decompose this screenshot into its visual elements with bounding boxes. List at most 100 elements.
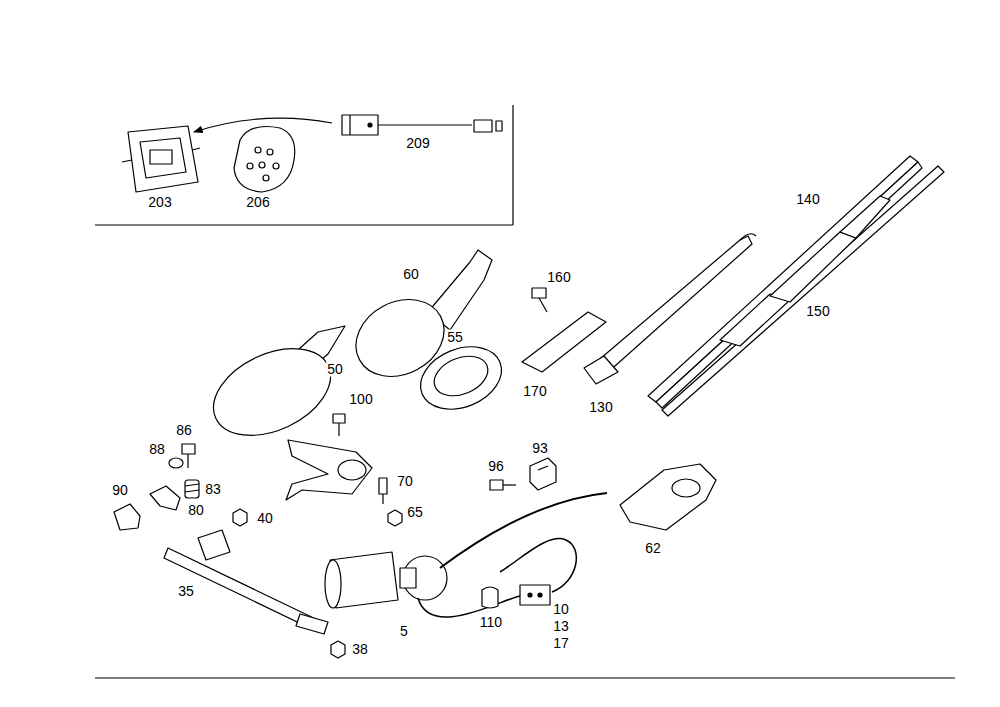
cover-plate: [672, 479, 700, 497]
wiper-blade: [648, 156, 918, 402]
callout-number: 62: [644, 541, 662, 556]
plug-connector: [520, 585, 550, 605]
callout-number: 55: [446, 330, 464, 345]
connector-housing: [247, 163, 253, 169]
callout-number: 38: [351, 642, 369, 657]
wiper-rubber: [662, 166, 944, 416]
callout-number: 130: [588, 400, 613, 415]
callout-number: 110: [479, 615, 503, 630]
nut: [233, 509, 247, 526]
wiper-linkage: [164, 530, 328, 634]
spring: [185, 490, 199, 492]
bolt: [503, 484, 516, 485]
callout-number: 170: [522, 384, 547, 399]
control-module: [192, 148, 200, 150]
plug-connector: [520, 585, 550, 605]
bolt: [490, 480, 503, 490]
bolt: [333, 414, 345, 423]
stud: [379, 478, 387, 494]
callout-number: 50: [326, 362, 344, 377]
wiper-arm: [584, 234, 756, 384]
callout-number: 206: [245, 195, 270, 210]
adapter-cable: [496, 121, 502, 131]
bolt: [187, 454, 188, 468]
wire: [440, 493, 607, 568]
wiper-arm: [584, 356, 618, 384]
screw: [532, 288, 546, 298]
bracket: [530, 458, 556, 490]
callout-number: 93: [531, 441, 549, 456]
adapter-cable: [474, 120, 492, 132]
arm-cap: [522, 312, 606, 372]
wiper-blade: [770, 232, 856, 302]
wiper-bearing: [286, 440, 372, 500]
grommet: [482, 587, 498, 608]
nut: [388, 510, 402, 526]
wiper-linkage: [198, 530, 230, 560]
wiper-blade: [840, 196, 890, 238]
wiper-motor: [325, 560, 341, 608]
callout-number: 17: [552, 636, 570, 651]
connector-housing: [273, 163, 279, 169]
callout-number: 5: [399, 624, 409, 639]
cover: [200, 326, 345, 453]
cover: [200, 331, 345, 452]
adapter-cable: [349, 115, 350, 135]
bracket: [150, 486, 180, 510]
callout-number: 150: [805, 304, 830, 319]
plug-connector: [528, 593, 532, 597]
callout-number: 209: [405, 136, 430, 151]
control-module: [140, 138, 186, 178]
callout-number: 90: [111, 483, 129, 498]
connector-housing: [255, 147, 261, 153]
bracket: [530, 458, 556, 490]
callout-number: 96: [487, 459, 505, 474]
callout-number: 88: [148, 442, 166, 457]
control-module: [122, 160, 132, 162]
adapter-cable: [368, 123, 372, 127]
nut: [388, 510, 402, 526]
spring: [185, 484, 199, 486]
adapter-cable: [342, 115, 378, 135]
control-module: [122, 126, 200, 192]
seal-ring: [411, 335, 511, 420]
wiper-blade: [648, 156, 922, 408]
wiper-bearing: [338, 460, 366, 480]
cover-plate: [620, 464, 716, 530]
callout-number: 60: [402, 267, 420, 282]
wiper-rubber: [662, 166, 944, 416]
frame-line: [95, 105, 955, 678]
callout-number: 140: [795, 192, 820, 207]
cover-plate: [620, 464, 716, 530]
adapter-cable: [378, 124, 472, 125]
connector-housing: [234, 127, 295, 193]
wiper-blade: [720, 294, 790, 346]
wire: [418, 596, 520, 617]
bolt: [182, 444, 195, 468]
frame-line: [95, 224, 513, 225]
bracket: [538, 466, 548, 470]
callout-number: 13: [552, 619, 570, 634]
wire: [500, 539, 576, 592]
clip: [114, 504, 140, 530]
callout-number: 35: [177, 584, 195, 599]
nut: [331, 641, 345, 658]
connector-housing: [234, 127, 295, 193]
stud: [379, 478, 387, 504]
wiper-linkage: [296, 614, 328, 634]
wiper-motor: [400, 568, 416, 588]
callout-number: 100: [348, 392, 373, 407]
screw: [532, 288, 547, 312]
screw: [539, 298, 547, 312]
bolt: [490, 480, 516, 490]
callout-number: 65: [406, 505, 424, 520]
seal-ring: [411, 335, 511, 420]
callout-number: 86: [175, 423, 193, 438]
bolt: [333, 414, 345, 436]
spring: [185, 480, 199, 498]
parts-illustration: [95, 105, 955, 678]
control-module: [128, 126, 198, 192]
nut: [233, 509, 247, 526]
